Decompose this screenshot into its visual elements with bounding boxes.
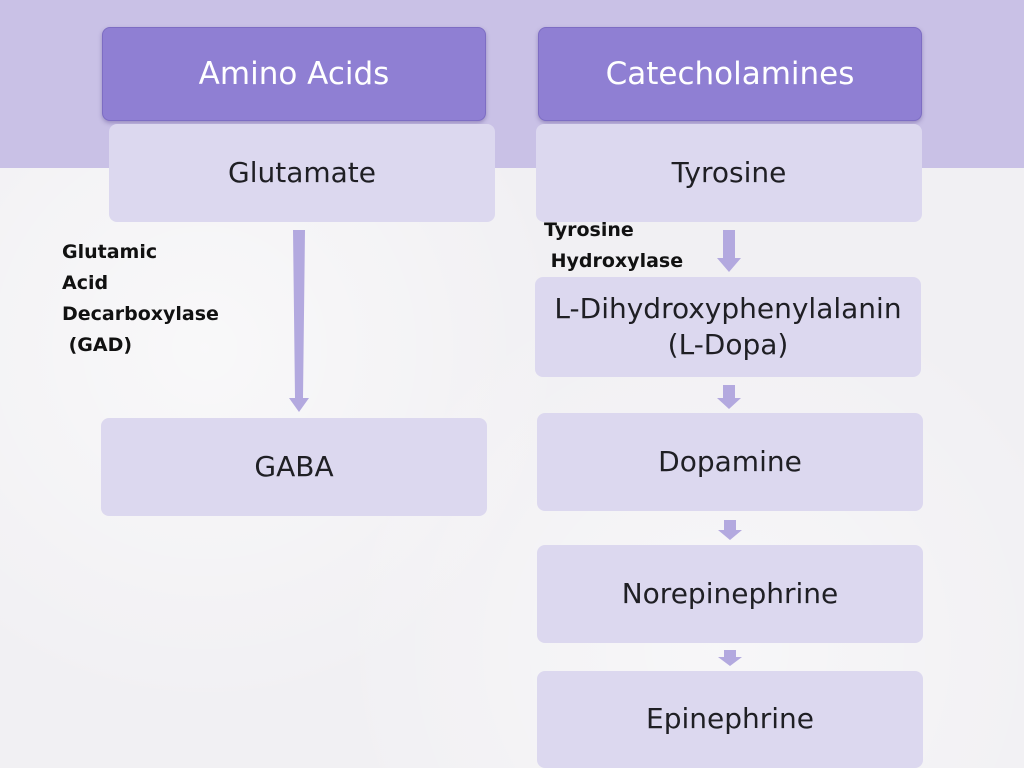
header-catecholamines: Catecholamines — [538, 27, 922, 121]
node-glutamate: Glutamate — [109, 124, 495, 222]
node-tyrosine: Tyrosine — [536, 124, 922, 222]
arrow-norepinephrine-to-epinephrine — [718, 650, 742, 666]
enzyme-label-tyrosine-hydroxylase: Tyrosine Hydroxylase — [544, 219, 684, 272]
node-gaba: GABA — [101, 418, 487, 516]
enzyme-label-gad: Glutamic Acid Decarboxylase (GAD) — [62, 241, 219, 356]
arrow-ldopa-to-dopamine — [717, 385, 741, 409]
node-dopamine: Dopamine — [537, 413, 923, 511]
node-epinephrine: Epinephrine — [537, 671, 923, 768]
node-l-dopa: L-Dihydroxyphenylalanin (L-Dopa) — [535, 277, 921, 377]
arrow-dopamine-to-norepinephrine — [718, 520, 742, 540]
arrow-glutamate-to-gaba — [289, 230, 309, 412]
arrow-tyrosine-to-ldopa — [717, 230, 741, 272]
header-amino-acids: Amino Acids — [102, 27, 486, 121]
node-norepinephrine: Norepinephrine — [537, 545, 923, 643]
